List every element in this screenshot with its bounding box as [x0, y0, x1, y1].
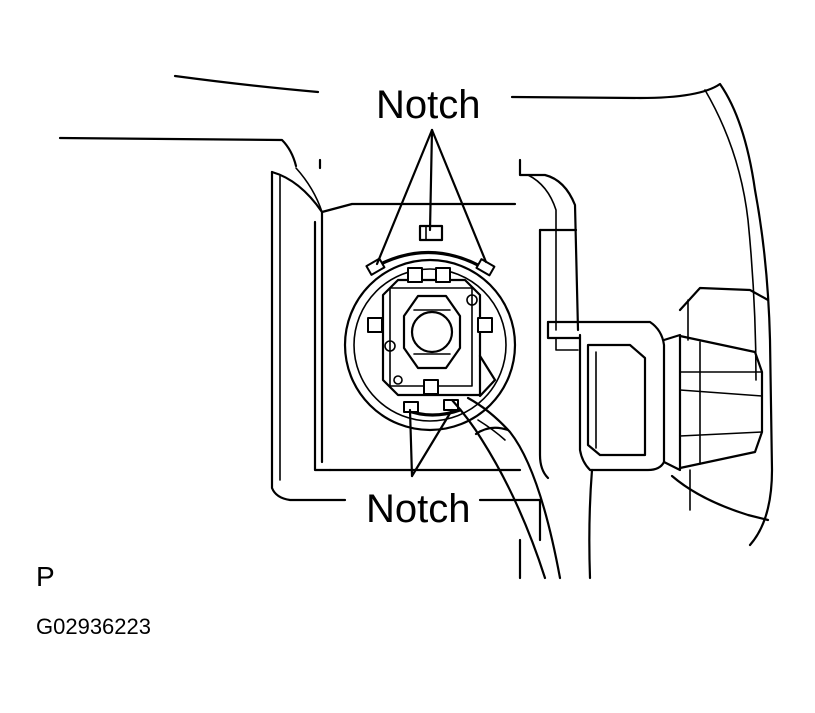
- lamp-body: [270, 158, 542, 542]
- bracket-pipe: [518, 158, 594, 580]
- notch-marker-top-right: [475, 258, 496, 277]
- housing-outline: [58, 74, 774, 547]
- connector-housing: [546, 286, 770, 522]
- notch-label-bottom: Notch: [366, 487, 471, 531]
- wire-harness: [450, 354, 562, 580]
- leader-lines: [375, 128, 488, 478]
- bulb-socket: [343, 224, 517, 432]
- view-letter: P: [36, 561, 55, 592]
- notch-marker-top-left: [365, 257, 386, 276]
- notch-label-top: Notch: [376, 83, 481, 127]
- figure-code: G02936223: [36, 614, 151, 639]
